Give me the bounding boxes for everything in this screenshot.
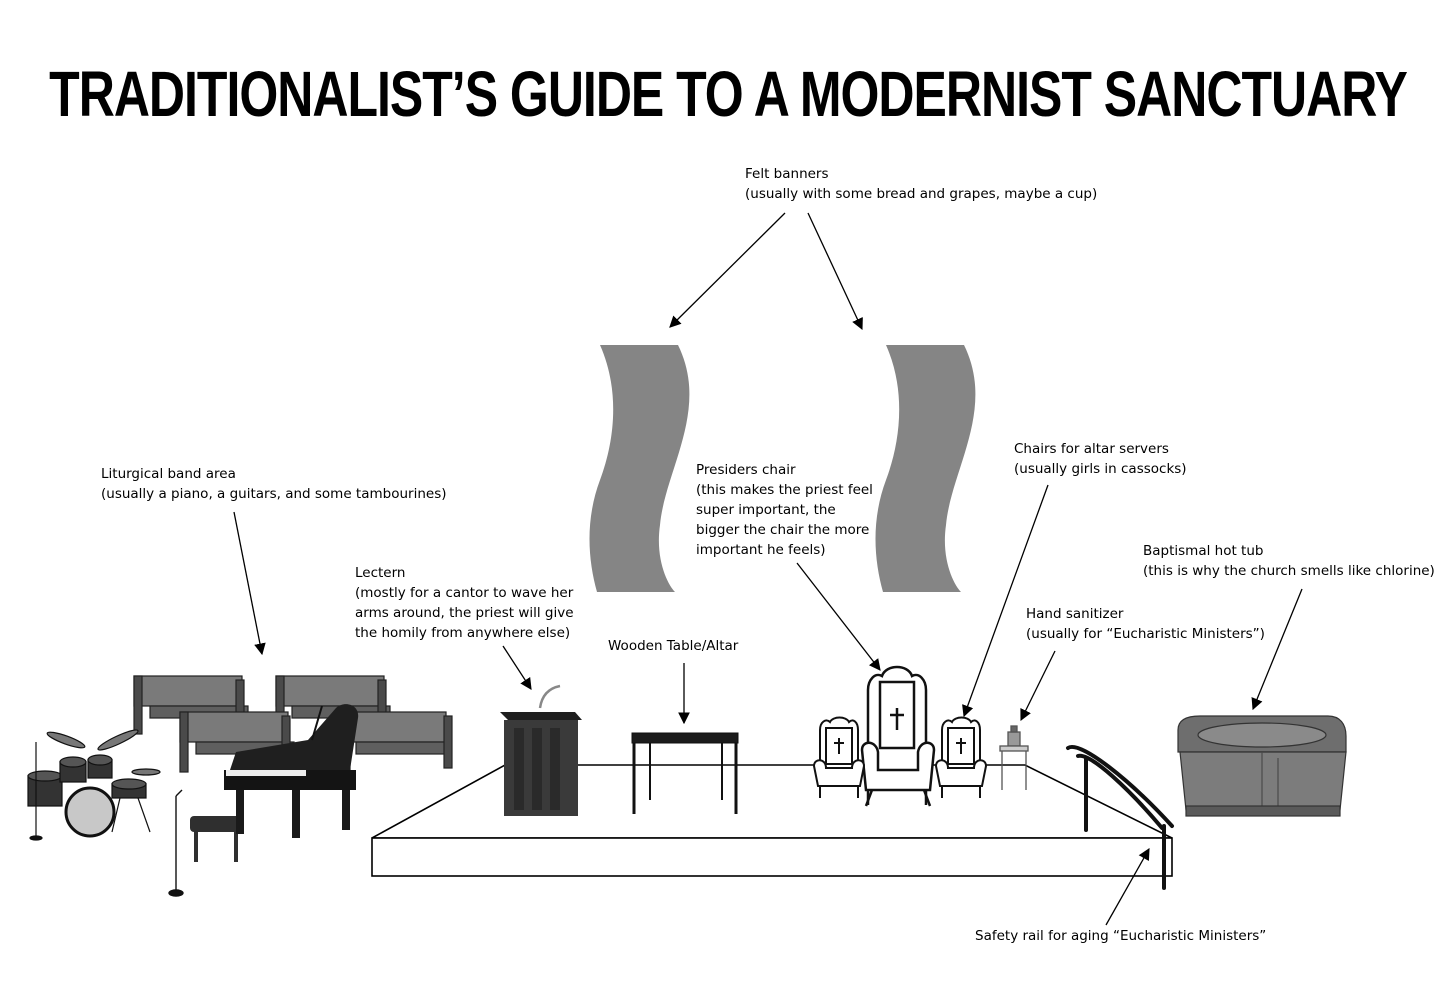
label-altar-servers: Chairs for altar servers (usually girls …	[1014, 439, 1187, 479]
microphone-stand	[168, 789, 184, 897]
label-line: Presiders chair	[696, 462, 796, 478]
grand-piano	[224, 704, 359, 838]
lectern	[500, 684, 582, 816]
altar-server-chair-left	[812, 716, 866, 798]
label-band-area: Liturgical band area (usually a piano, a…	[101, 464, 447, 504]
label-altar-table: Wooden Table/Altar	[608, 636, 738, 656]
label-line: Baptismal hot tub	[1143, 543, 1264, 559]
label-hand-sanitizer: Hand sanitizer (usually for “Eucharistic…	[1026, 604, 1265, 644]
label-line: (usually for “Eucharistic Ministers”)	[1026, 626, 1265, 642]
label-line: important he feels)	[696, 542, 826, 558]
hot-tub	[1177, 715, 1347, 817]
label-line: Wooden Table/Altar	[608, 638, 739, 654]
safety-rail	[1066, 745, 1174, 890]
label-lectern: Lectern (mostly for a cantor to wave her…	[355, 563, 574, 643]
presiders-chair	[860, 665, 936, 807]
label-line: (this makes the priest feel	[696, 482, 873, 498]
label-line: (usually girls in cassocks)	[1014, 461, 1187, 477]
stage-platform	[371, 764, 1173, 877]
felt-banner-right	[875, 345, 976, 592]
label-line: Felt banners	[745, 166, 829, 182]
label-presiders-chair: Presiders chair (this makes the priest f…	[696, 460, 873, 560]
label-line: (mostly for a cantor to wave her	[355, 585, 574, 601]
drum-kit	[27, 729, 161, 841]
label-felt-banners: Felt banners (usually with some bread an…	[745, 164, 1097, 204]
label-line: Hand sanitizer	[1026, 606, 1124, 622]
label-line: (this is why the church smells like chlo…	[1143, 563, 1435, 579]
label-line: Lectern	[355, 565, 406, 581]
label-line: Safety rail for aging “Eucharistic Minis…	[975, 928, 1267, 944]
label-safety-rail: Safety rail for aging “Eucharistic Minis…	[975, 926, 1266, 946]
label-line: Chairs for altar servers	[1014, 441, 1169, 457]
hand-sanitizer-stand	[999, 725, 1029, 790]
felt-banner-left	[589, 345, 690, 592]
altar-server-chair-right	[934, 716, 988, 798]
label-line: arms around, the priest will give	[355, 605, 574, 621]
label-line: (usually with some bread and grapes, may…	[745, 186, 1098, 202]
label-line: bigger the chair the more	[696, 522, 870, 538]
piano-bench	[190, 816, 242, 862]
altar-table	[631, 732, 739, 814]
label-line: (usually a piano, a guitars, and some ta…	[101, 486, 447, 502]
pews	[133, 675, 453, 773]
label-line: the homily from anywhere else)	[355, 625, 571, 641]
annotation-arrows	[233, 212, 1303, 926]
page-title: TRADITIONALIST’S GUIDE TO A MODERNIST SA…	[49, 58, 1408, 130]
label-hot-tub: Baptismal hot tub (this is why the churc…	[1143, 541, 1435, 581]
label-line: Liturgical band area	[101, 466, 236, 482]
label-line: super important, the	[696, 502, 836, 518]
